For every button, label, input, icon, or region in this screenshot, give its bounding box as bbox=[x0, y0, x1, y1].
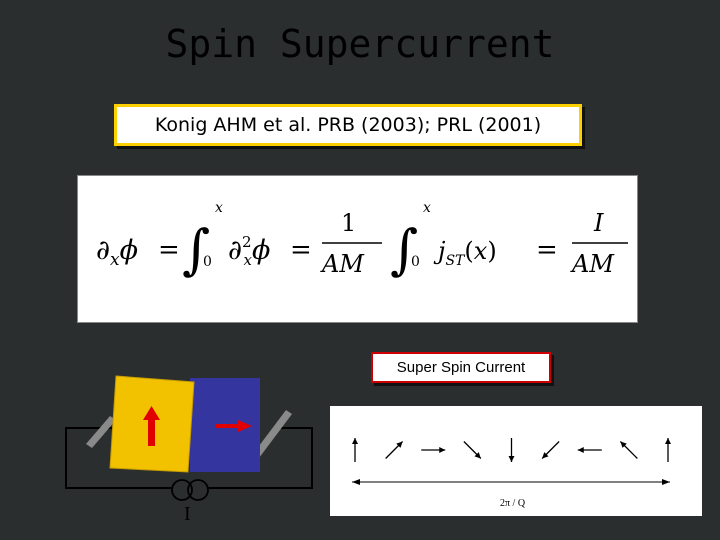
eq-equals-1: = bbox=[158, 235, 180, 265]
circuit-wire-right bbox=[208, 427, 313, 489]
spin-arrow-head-icon bbox=[474, 452, 481, 459]
eq-integral-1: ∫ bbox=[182, 218, 210, 281]
eq-denominator-1: AM bbox=[320, 250, 365, 278]
eq-denominator-2: AM bbox=[570, 250, 615, 278]
current-source-left-circle bbox=[171, 479, 193, 501]
spin-circuit-diagram: I bbox=[65, 375, 313, 525]
eq-equals-2: = bbox=[290, 235, 312, 265]
spin-arrows bbox=[352, 438, 671, 462]
eq-integral-2: ∫ bbox=[390, 218, 418, 281]
spin-chain-panel: 2π / Q bbox=[330, 406, 702, 516]
super-spin-current-text: Super Spin Current bbox=[396, 359, 526, 376]
citation-text: Konig AHM et al. PRB (2003); PRL (2001) bbox=[154, 114, 542, 136]
left-contact-plate bbox=[86, 416, 116, 448]
right-contact-plate bbox=[250, 410, 292, 462]
circuit-wire-left bbox=[65, 427, 172, 489]
eq-lhs: ∂xϕ bbox=[96, 235, 138, 270]
eq-int1-lower: 0 bbox=[203, 254, 212, 270]
current-source-right-circle bbox=[187, 479, 209, 501]
period-label: 2π / Q bbox=[500, 498, 526, 509]
citation-box: Konig AHM et al. PRB (2003); PRL (2001) bbox=[114, 104, 582, 146]
period-left-arrowhead bbox=[352, 479, 360, 485]
spin-arrow-head-icon bbox=[352, 438, 358, 444]
period-right-arrowhead bbox=[662, 479, 670, 485]
eq-numerator-2: I bbox=[593, 209, 604, 237]
slide-title: Spin Supercurrent bbox=[165, 22, 555, 66]
spin-arrow-head-icon bbox=[620, 441, 627, 448]
up-arrow-shaft bbox=[148, 418, 155, 446]
spin-arrow-head-icon bbox=[577, 447, 584, 453]
current-source-label: I bbox=[184, 503, 191, 525]
eq-current-density: jST(x) bbox=[433, 237, 497, 269]
eq-int2-upper: x bbox=[423, 200, 431, 216]
spin-arrow-head-icon bbox=[396, 441, 403, 448]
up-arrow-icon bbox=[143, 406, 160, 420]
spin-arrow-head-icon bbox=[508, 456, 515, 462]
spin-chain-figure bbox=[352, 438, 671, 485]
spin-arrow-head-icon bbox=[665, 438, 671, 444]
super-spin-current-label: Super Spin Current bbox=[371, 352, 551, 383]
spin-arrow-head-icon bbox=[439, 447, 446, 453]
right-arrow-icon bbox=[238, 420, 252, 432]
eq-numerator-1: 1 bbox=[341, 209, 356, 237]
eq-int2-lower: 0 bbox=[411, 254, 420, 270]
eq-equals-3: = bbox=[536, 235, 558, 265]
eq-int1-upper: x bbox=[215, 200, 223, 216]
spin-arrow-head-icon bbox=[542, 452, 549, 459]
